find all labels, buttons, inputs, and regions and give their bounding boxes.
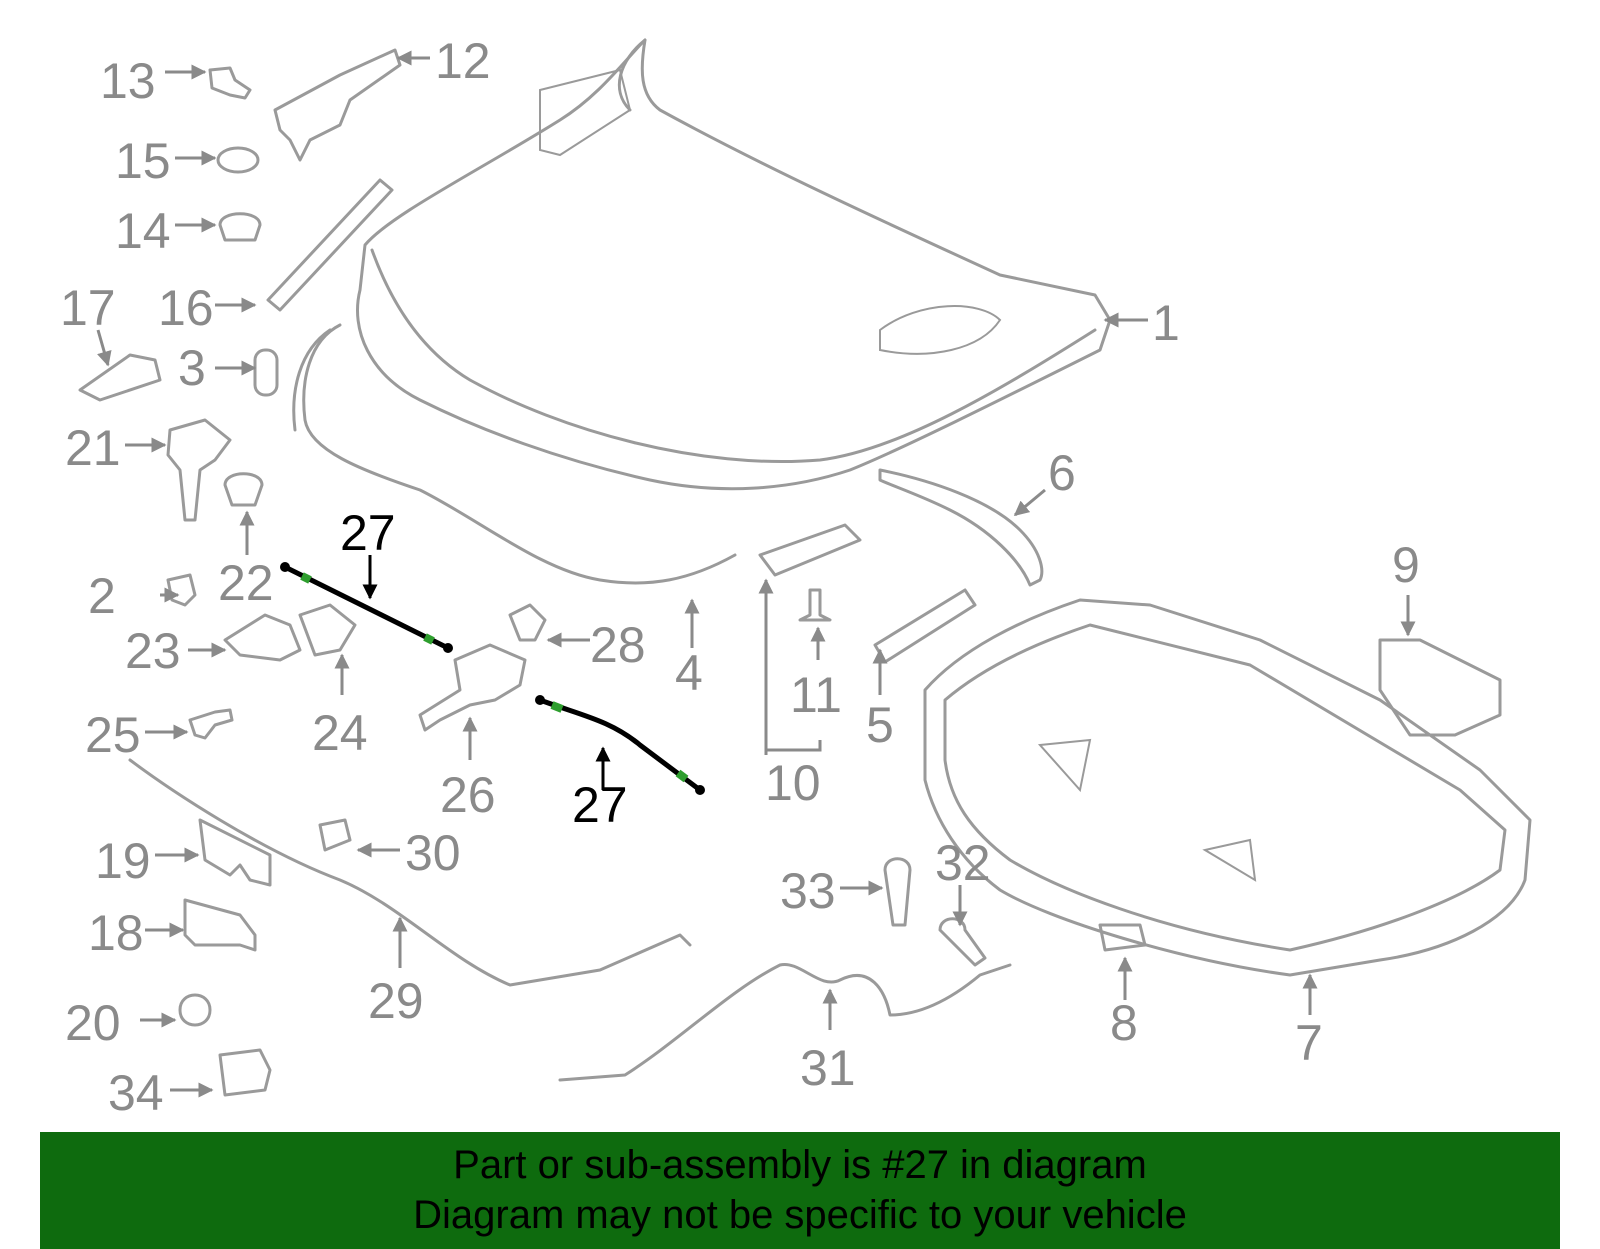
callout-6: 6 bbox=[1048, 445, 1076, 501]
hood-insulator bbox=[923, 598, 1532, 977]
cable-31 bbox=[558, 963, 1012, 1082]
callout-17: 17 bbox=[60, 280, 116, 336]
parts-diagram: 1 2 3 4 5 6 7 8 9 10 11 12 13 14 15 16 1… bbox=[60, 33, 1532, 1121]
grommet-22 bbox=[223, 472, 264, 507]
seal-strip-5 bbox=[873, 588, 977, 664]
info-banner: Part or sub-assembly is #27 in diagram D… bbox=[40, 1132, 1560, 1249]
callout-2: 2 bbox=[88, 568, 116, 624]
callout-28: 28 bbox=[590, 617, 646, 673]
banner-line-1: Part or sub-assembly is #27 in diagram bbox=[453, 1143, 1147, 1187]
o-ring-15 bbox=[216, 146, 260, 174]
callout-15: 15 bbox=[115, 133, 171, 189]
plate-23 bbox=[223, 613, 302, 662]
callout-29: 29 bbox=[368, 973, 424, 1029]
bracket-17 bbox=[78, 353, 162, 402]
callout-27-lower: 27 bbox=[572, 777, 628, 833]
grommet-14 bbox=[218, 212, 262, 242]
callout-8: 8 bbox=[1110, 995, 1138, 1051]
callout-33: 33 bbox=[780, 863, 836, 919]
clip-2 bbox=[166, 573, 197, 607]
bracket-10 bbox=[758, 523, 862, 577]
callout-12: 12 bbox=[435, 33, 491, 89]
callout-24: 24 bbox=[312, 705, 368, 761]
callout-32: 32 bbox=[935, 835, 991, 891]
callout-27-upper: 27 bbox=[340, 505, 396, 561]
cable-27-lower bbox=[535, 695, 705, 795]
callout-26: 26 bbox=[440, 767, 496, 823]
callout-19: 19 bbox=[95, 833, 151, 889]
bolt-32 bbox=[938, 917, 987, 967]
bracket-21 bbox=[166, 418, 232, 522]
callout-23: 23 bbox=[125, 623, 181, 679]
latch-26 bbox=[418, 643, 527, 732]
callout-22: 22 bbox=[218, 555, 274, 611]
seal bbox=[878, 468, 1044, 587]
bolt-20 bbox=[178, 993, 212, 1027]
callout-9: 9 bbox=[1392, 537, 1420, 593]
callout-5: 5 bbox=[866, 697, 894, 753]
leader-lines bbox=[96, 50, 1416, 1098]
clip-8 bbox=[1098, 923, 1147, 952]
callout-13: 13 bbox=[100, 53, 156, 109]
callout-34: 34 bbox=[108, 1065, 164, 1121]
callout-10: 10 bbox=[765, 755, 821, 811]
hinge-12 bbox=[273, 48, 402, 162]
retainer-33 bbox=[883, 857, 912, 927]
callout-4: 4 bbox=[675, 645, 703, 701]
plate-24 bbox=[298, 603, 357, 657]
clip-30 bbox=[318, 818, 352, 852]
screw-25 bbox=[188, 708, 234, 740]
callout-20: 20 bbox=[65, 995, 121, 1051]
shield bbox=[1378, 638, 1502, 737]
bolt-13 bbox=[208, 66, 252, 100]
callout-16: 16 bbox=[158, 280, 214, 336]
banner-line-2: Diagram may not be specific to your vehi… bbox=[413, 1193, 1187, 1237]
callout-30: 30 bbox=[405, 825, 461, 881]
callout-25: 25 bbox=[85, 707, 141, 763]
pin-11 bbox=[798, 588, 832, 622]
clip-28 bbox=[508, 603, 547, 642]
callout-21: 21 bbox=[65, 420, 121, 476]
bracket-18 bbox=[183, 898, 257, 952]
callout-14: 14 bbox=[115, 203, 171, 259]
weatherstrip bbox=[302, 323, 737, 585]
callout-3: 3 bbox=[178, 340, 206, 396]
callout-18: 18 bbox=[88, 905, 144, 961]
strut-16 bbox=[266, 178, 394, 312]
callout-31: 31 bbox=[800, 1040, 856, 1096]
callout-1: 1 bbox=[1152, 295, 1180, 351]
cable-27-upper bbox=[280, 562, 453, 653]
callout-11: 11 bbox=[790, 667, 842, 723]
callout-7: 7 bbox=[1295, 1015, 1323, 1071]
cable-29 bbox=[128, 758, 692, 987]
bumper-3 bbox=[253, 348, 279, 397]
hood-panel bbox=[356, 38, 1112, 491]
clip-34 bbox=[218, 1048, 272, 1097]
plate-19 bbox=[198, 818, 272, 887]
